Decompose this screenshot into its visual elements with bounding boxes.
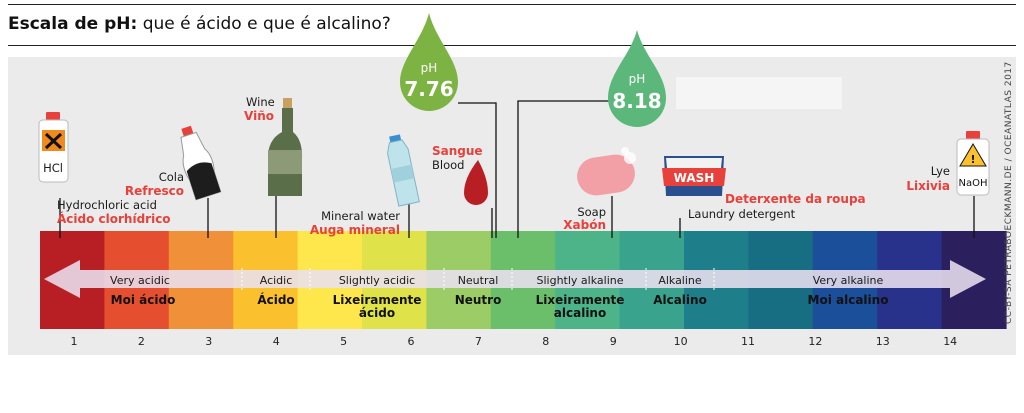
drop2-unit: pH (629, 72, 646, 86)
scale-number-3: 3 (205, 335, 212, 348)
lye-gl: Lixivia (906, 179, 950, 193)
scale-number-13: 13 (876, 335, 890, 348)
water-gl: Auga mineral (310, 223, 400, 237)
zone-alkaline-gl: Alcalino (653, 293, 707, 307)
scale-number-1: 1 (71, 335, 78, 348)
svg-text:!: ! (970, 153, 975, 166)
scale-number-5: 5 (340, 335, 347, 348)
zone-neutral-en: Neutral (458, 274, 499, 287)
cola-gl: Refresco (125, 184, 184, 198)
scale-number-10: 10 (674, 335, 688, 348)
wine-gl: Viño (244, 109, 274, 123)
zone-slightly-acidic-en: Slightly acidic (339, 274, 415, 287)
cola-en: Cola (159, 170, 184, 184)
scale-number-6: 6 (408, 335, 415, 348)
lye-en: Lye (931, 164, 950, 178)
scale-number-8: 8 (542, 335, 549, 348)
drop2-value: 8.18 (612, 89, 661, 113)
scale-number-14: 14 (943, 335, 957, 348)
zone-slightly-acidic-gl2: ácido (359, 306, 395, 320)
zone-very-alkaline-en: Very alkaline (813, 274, 884, 287)
top-rule (8, 4, 1016, 5)
hcl-bottle-icon: HCl (38, 112, 69, 183)
blood-drop-icon (464, 160, 488, 205)
scale-number-9: 9 (610, 335, 617, 348)
water-bottle-icon (387, 134, 420, 207)
detergent-en: Laundry detergent (688, 207, 796, 221)
soap-gl: Xabón (563, 218, 606, 232)
hcl-gl: Ácido clorhídrico (57, 211, 171, 226)
leader-lines (59, 100, 975, 238)
ph-drop-776: pH 7.76 (400, 13, 458, 111)
scale-number-11: 11 (741, 335, 755, 348)
wine-bottle-icon (267, 98, 303, 196)
credit-text: CC-BY-SA PETRABOECKMANN.DE / OCEANATLAS … (1004, 61, 1014, 324)
ph-drop-818: pH 8.18 (608, 30, 666, 127)
blood-en: Blood (432, 158, 464, 172)
scale-arrow (44, 260, 986, 298)
water-en: Mineral water (321, 209, 400, 223)
zone-slightly-alkaline-en: Slightly alkaline (537, 274, 624, 287)
hcl-en: Hydrochloric acid (57, 198, 157, 212)
zone-very-alkaline-gl: Moi alcalino (808, 293, 889, 307)
scale-number-4: 4 (273, 335, 280, 348)
zone-slightly-acidic-gl: Lixeiramente (333, 293, 422, 307)
blood-gl: Sangue (432, 144, 483, 158)
zone-neutral-gl: Neutro (455, 293, 502, 307)
scale-number-2: 2 (138, 335, 145, 348)
zone-alkaline-en: Alkaline (658, 274, 702, 287)
wine-en: Wine (246, 95, 275, 109)
zone-slightly-alkaline-gl: Lixeiramente (536, 293, 625, 307)
detergent-box-label: WASH (674, 171, 715, 185)
leader-drop-1 (458, 102, 497, 238)
title-rule (8, 45, 1016, 46)
title-bold: Escala de pH: (8, 14, 138, 34)
drop1-value: 7.76 (404, 77, 453, 101)
zone-acidic-gl: Ácido (257, 292, 294, 307)
lye-bottle-label: NaOH (959, 178, 988, 189)
page-title: Escala de pH: que é ácido e que é alcali… (8, 14, 391, 34)
hcl-bottle-label: HCl (43, 161, 63, 175)
detergent-gl: Deterxente da roupa (725, 192, 866, 206)
title-rest: que é ácido e que é alcalino? (137, 14, 391, 34)
scale-number-12: 12 (808, 335, 822, 348)
cola-bottle-icon (180, 125, 222, 201)
zone-slightly-alkaline-gl2: alcalino (554, 306, 606, 320)
scale-number-7: 7 (475, 335, 482, 348)
soap-icon (577, 147, 636, 196)
blank-box (676, 77, 842, 109)
zone-acidic-en: Acidic (260, 274, 293, 287)
lye-bottle-icon: ! NaOH (956, 131, 990, 196)
drop1-unit: pH (421, 61, 438, 75)
zone-very-acidic-en: Very acidic (110, 274, 170, 287)
detergent-box-icon: WASH (662, 156, 726, 196)
zone-very-acidic-gl: Moi ácido (111, 293, 176, 307)
leader-drop-2 (517, 100, 612, 238)
soap-en: Soap (577, 205, 606, 219)
